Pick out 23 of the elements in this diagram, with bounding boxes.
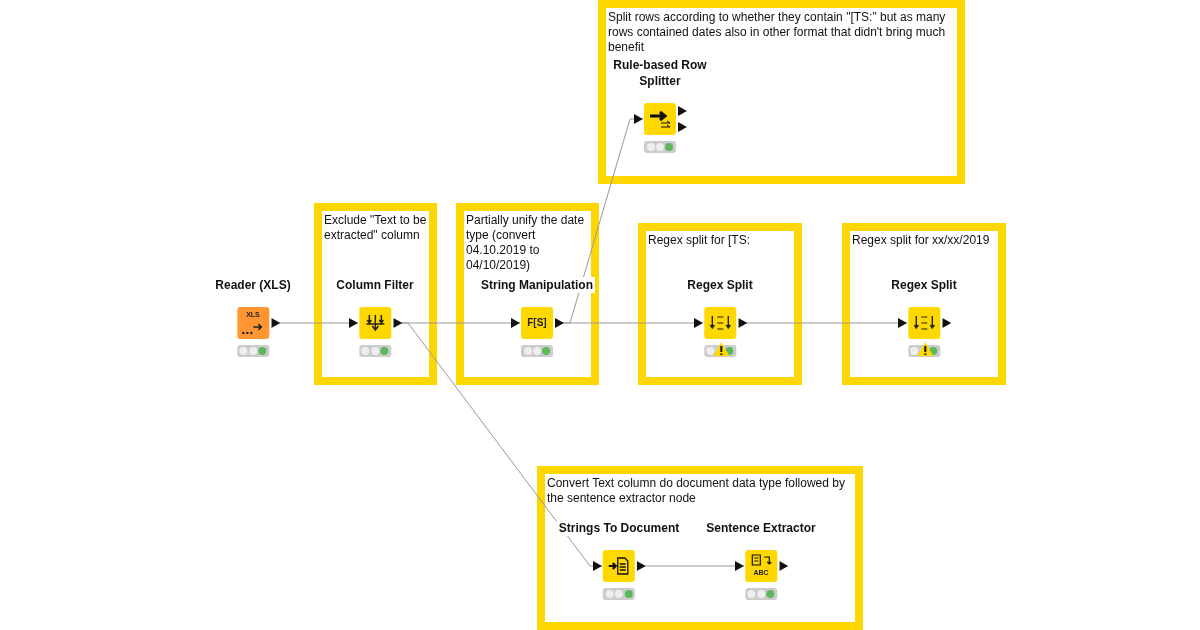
annotation-box — [456, 203, 599, 385]
connection-arrow — [278, 318, 359, 328]
annotation-box — [842, 223, 1006, 385]
annotation-text: Regex split for [TS: — [648, 233, 752, 248]
connection-arrow — [644, 561, 745, 571]
node-title: Reader (XLS) — [213, 277, 293, 293]
annotation-box — [314, 203, 437, 385]
connection-arrow — [400, 322, 603, 571]
node-title: Regex Split — [889, 277, 959, 293]
node-title: Strings To Document — [556, 520, 682, 536]
annotation-text: Split rows according to whether they contain "[TS:" but as many rows contained dates also in other format that didn't bring much benefit — [608, 10, 947, 55]
annotation-box — [638, 223, 802, 385]
connection-arrow — [562, 318, 704, 328]
annotation-text: Partially unify the date type (convert 04.10.2019 to 04/10/2019) — [466, 213, 586, 273]
connection-arrow — [745, 318, 908, 328]
node-title: Regex Split — [685, 277, 755, 293]
node-title: String Manipulation — [479, 277, 595, 293]
annotation-text: Convert Text column do document data type followed by the sentence extractor node — [547, 476, 846, 506]
icon-text: F[S] — [526, 318, 548, 328]
annotation-text: Exclude "Text to be extracted" column — [324, 213, 427, 243]
annotation-text: Regex split for xx/xx/2019 — [852, 233, 991, 248]
annotation-box — [537, 466, 863, 630]
annotation-box — [598, 0, 965, 184]
